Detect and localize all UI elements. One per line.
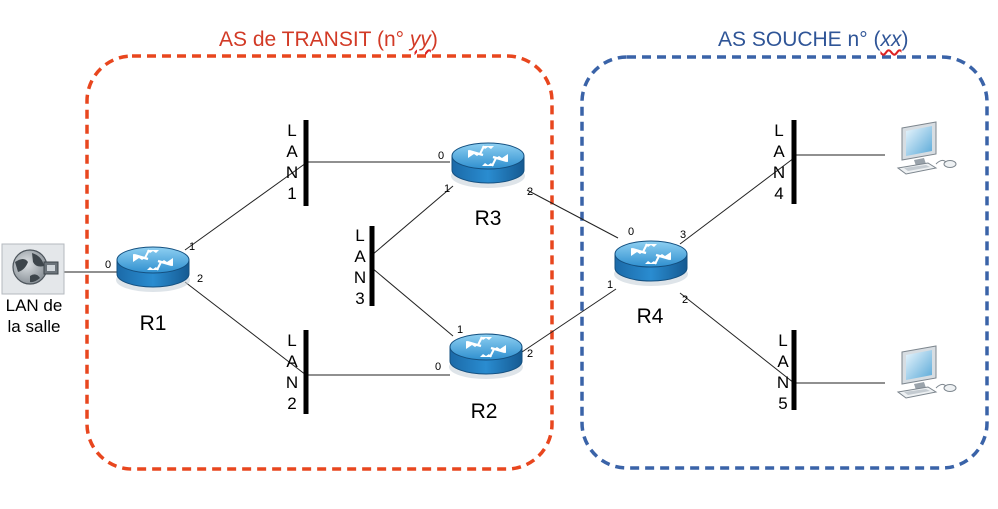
lan1-letter: 1	[287, 184, 296, 203]
interface-label: 1	[444, 183, 450, 195]
network-links	[64, 154, 885, 384]
lan4-letter: 4	[774, 184, 783, 203]
lan5-letter: 5	[778, 394, 787, 413]
router-icon	[449, 141, 527, 190]
interface-label: 2	[527, 186, 533, 198]
lan2-label: L A N 2	[286, 331, 298, 413]
router-r4[interactable]	[612, 239, 690, 288]
router-icon	[612, 239, 690, 288]
as-stub-title: AS SOUCHE n° (xx)	[718, 28, 908, 52]
lan2-letter: 2	[287, 394, 296, 413]
interface-label: 0	[105, 259, 111, 271]
router-r2-label: R2	[471, 400, 498, 423]
as-transit-title-prefix: AS de TRANSIT (n°	[219, 28, 410, 51]
lan2-letter: N	[286, 373, 298, 392]
as-stub-title-suffix: )	[901, 28, 909, 51]
as-transit-title-suffix: )	[430, 28, 438, 51]
as-stub-title-prefix: AS SOUCHE n° (	[718, 28, 881, 51]
lan3-letter: L	[355, 226, 364, 245]
as-stub-number: xx	[880, 28, 902, 51]
router-r1[interactable]	[114, 245, 192, 294]
router-r3[interactable]	[449, 141, 527, 190]
lan5-letter: N	[777, 373, 789, 392]
lan5-letter: A	[777, 352, 789, 371]
lan1-letter: A	[286, 142, 298, 161]
lan4-letter: N	[773, 163, 785, 182]
as-transit-title: AS de TRANSIT (n° yy)	[219, 28, 438, 52]
lan1-label: L A N 1	[286, 121, 298, 203]
lan3-letter: N	[354, 268, 366, 287]
lan-salle-label-line1: LAN de	[6, 296, 63, 315]
lan-salle-label-line2: la salle	[8, 317, 61, 336]
router-icon	[114, 245, 192, 294]
interface-label: 0	[628, 226, 634, 238]
link-r4-lan5	[679, 292, 795, 384]
lan3-letter: A	[354, 247, 366, 266]
lan2-letter: A	[286, 352, 298, 371]
router-r1-label: R1	[140, 312, 167, 335]
link-r2-r4	[521, 288, 617, 353]
link-lan3-r2	[371, 267, 454, 337]
lan4-letter: A	[773, 142, 785, 161]
link-r1-lan1	[184, 162, 307, 251]
interface-label: 2	[682, 294, 688, 306]
computer-pc2[interactable]	[897, 345, 957, 399]
interface-label: 0	[435, 361, 441, 373]
lan-bars	[303, 120, 797, 414]
lan5-letter: L	[778, 331, 787, 350]
lan3-letter: 3	[355, 289, 364, 308]
link-r1-lan2	[184, 281, 307, 376]
interface-label: 1	[607, 279, 613, 291]
interface-label: 3	[680, 229, 686, 241]
router-r4-label: R4	[637, 305, 664, 328]
lan4-label: L A N 4	[773, 121, 785, 203]
router-r3-label: R3	[475, 207, 502, 230]
lan5-label: L A N 5	[777, 331, 789, 413]
router-icon	[447, 332, 525, 381]
globe-network-icon	[1, 243, 65, 295]
interface-label: 1	[457, 324, 463, 336]
lan1-letter: N	[286, 163, 298, 182]
interface-label: 1	[189, 241, 195, 253]
computer-icon	[897, 345, 957, 399]
link-r4-lan4	[679, 157, 795, 245]
as-transit-boundary	[85, 54, 554, 471]
link-lan3-r3	[371, 185, 454, 256]
lan3-label: L A N 3	[354, 226, 366, 308]
interface-label: 0	[438, 150, 444, 162]
interface-label: 2	[197, 273, 203, 285]
as-transit-number: yy	[409, 28, 431, 51]
lan2-letter: L	[287, 331, 296, 350]
computer-pc1[interactable]	[897, 121, 957, 175]
as-stub-boundary	[580, 55, 989, 470]
router-r2[interactable]	[447, 332, 525, 381]
interface-label: 2	[527, 348, 533, 360]
computer-icon	[897, 121, 957, 175]
lan4-letter: L	[774, 121, 783, 140]
link-r3-r4	[526, 189, 619, 239]
lan1-letter: L	[287, 121, 296, 140]
